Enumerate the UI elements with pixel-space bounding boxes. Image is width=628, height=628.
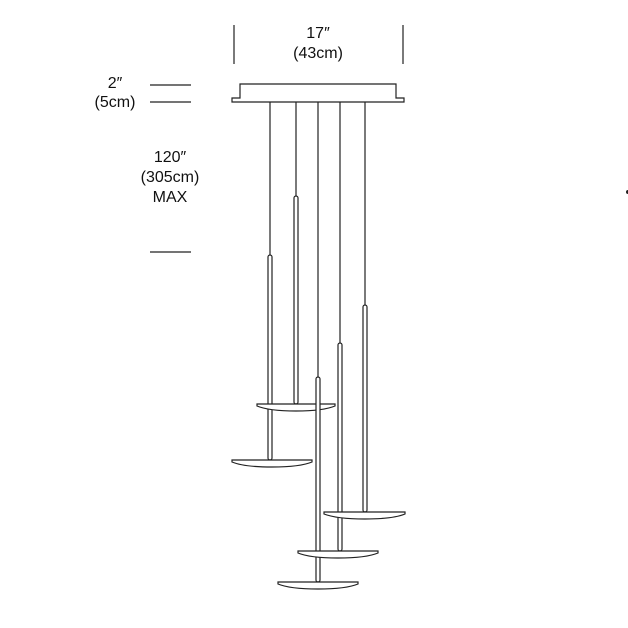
pendant-1-disc <box>231 459 313 468</box>
pendant-1 <box>231 102 313 468</box>
drop-dimension: 120″ (305cm) MAX <box>141 149 200 253</box>
pendant-2-stem <box>293 195 299 405</box>
drop-cm-label: (305cm) <box>141 169 200 186</box>
pendant-fixture <box>231 83 406 590</box>
drop-inches-label: 120″ <box>154 149 187 166</box>
pendant-5 <box>323 102 406 520</box>
pendant-4 <box>297 102 379 559</box>
width-inches-label: 17″ <box>306 25 330 42</box>
pendant-3 <box>277 102 359 590</box>
width-cm-label: (43cm) <box>293 45 343 62</box>
width-dimension: 17″ (43cm) <box>233 25 404 64</box>
canopy-height-dimension: 2″ (5cm) <box>95 75 191 111</box>
canopy <box>231 83 405 103</box>
drop-max-label: MAX <box>153 189 188 206</box>
canopy-inches-label: 2″ <box>108 75 123 92</box>
pendant-4-disc <box>297 550 379 559</box>
pendant-1-stem <box>267 254 273 461</box>
canopy-cm-label: (5cm) <box>95 94 136 111</box>
pendant-4-stem <box>337 342 343 552</box>
pendant-5-stem <box>362 304 368 513</box>
pendant-3-disc <box>277 581 359 590</box>
pendant-5-disc <box>323 511 406 520</box>
